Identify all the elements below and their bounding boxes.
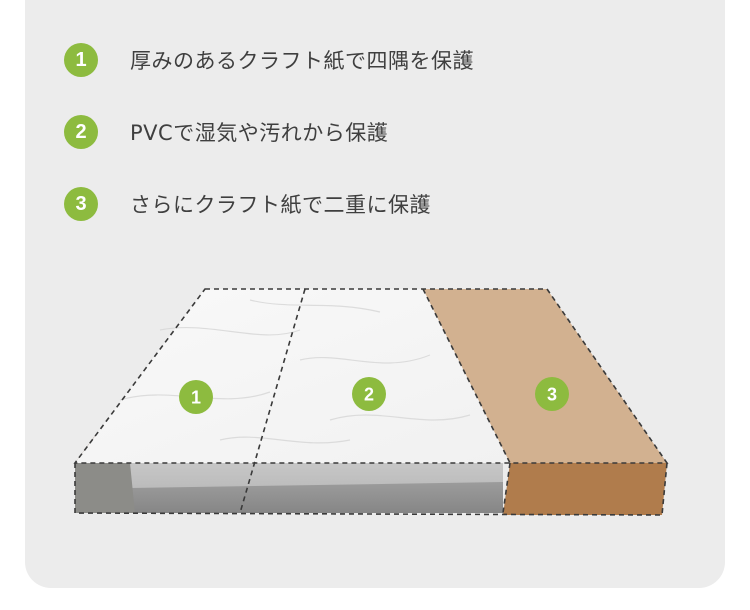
protection-steps-list: 1 厚みのあるクラフト紙で四隅を保護 2 PVCで湿気や汚れから保護 3 さらに… (64, 41, 474, 257)
diagram-label-1: 1 (179, 380, 213, 414)
step-item-2: 2 PVCで湿気や汚れから保護 (64, 113, 474, 151)
corner-protector-front (75, 463, 135, 513)
step-description: PVCで湿気や汚れから保護 (130, 121, 389, 145)
diagram-label-2: 2 (352, 377, 386, 411)
svg-text:3: 3 (547, 385, 557, 405)
step-description: 厚みのあるクラフト紙で四隅を保護 (130, 49, 474, 73)
step-number-badge: 2 (64, 115, 98, 149)
diagram-label-3: 3 (535, 377, 569, 411)
step-number-badge: 1 (64, 43, 98, 77)
pvc-top-surface (75, 289, 510, 463)
svg-text:2: 2 (364, 385, 374, 405)
step-item-1: 1 厚みのあるクラフト紙で四隅を保護 (64, 41, 474, 79)
step-item-3: 3 さらにクラフト紙で二重に保護 (64, 185, 474, 223)
step-description: さらにクラフト紙で二重に保護 (130, 193, 431, 217)
kraft-wrap-front (503, 463, 667, 515)
kraft-wrap-top (423, 289, 667, 463)
pvc-front-sheen (130, 463, 503, 488)
panel-front-face (75, 463, 503, 513)
step-number-badge: 3 (64, 187, 98, 221)
dashed-outline (73, 288, 669, 516)
svg-text:1: 1 (191, 388, 201, 408)
